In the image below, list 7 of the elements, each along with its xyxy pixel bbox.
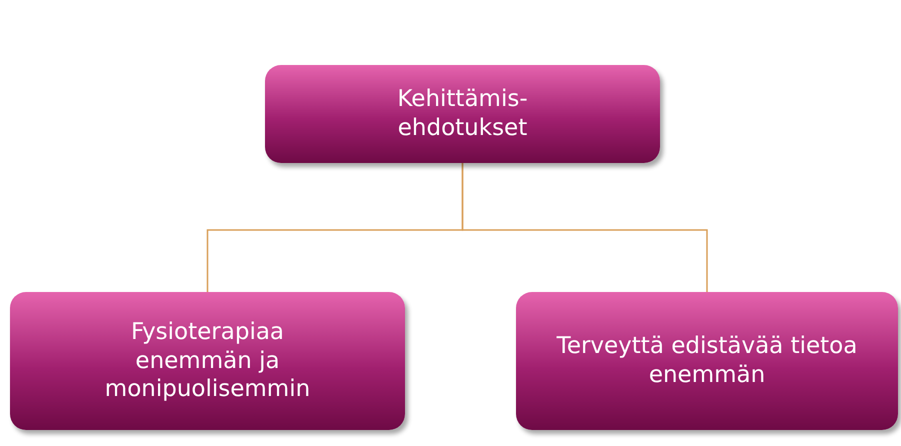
process-box [10, 292, 405, 430]
connector-line [462, 163, 708, 292]
box-label: Kehittämis- ehdotukset [396, 85, 529, 143]
process-box [516, 292, 898, 430]
box-label: Terveyttä edistävää tietoa enemmän [556, 332, 858, 390]
process-box [265, 65, 660, 163]
box-label: Fysioterapiaa enemmän ja monipuolisemmin [104, 318, 312, 404]
